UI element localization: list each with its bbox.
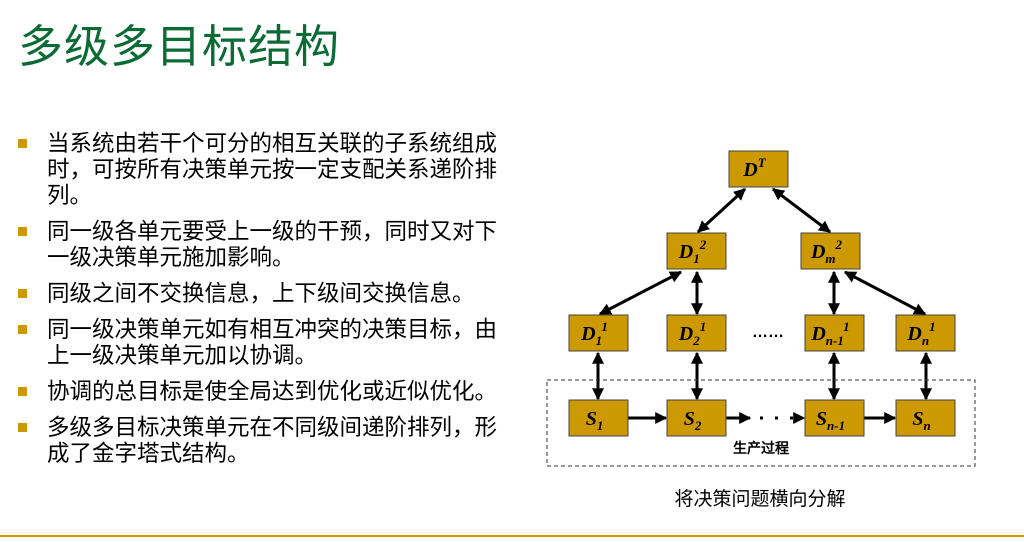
bullet-text: 同一级决策单元如有相互冲突的决策目标，由上一级决策单元加以协调。 (47, 317, 498, 368)
svg-text:S2: S2 (684, 408, 702, 433)
node-process-stage: S1 (568, 399, 629, 437)
bullet-text: 协调的总目标是使全局达到优化或近似优化。 (47, 379, 498, 404)
bullet-item: 同一级决策单元如有相互冲突的决策目标，由上一级决策单元加以协调。 (18, 317, 498, 369)
svg-text:D21: D21 (678, 319, 706, 348)
bullet-text: 多级多目标决策单元在不同级间递阶排列，形成了金字塔式结构。 (47, 415, 498, 466)
node-level1-decision: Dn1 (895, 314, 956, 352)
bullet-square-icon (18, 227, 27, 236)
bullet-item: 协调的总目标是使全局达到优化或近似优化。 (18, 379, 498, 405)
slide-title: 多级多目标结构 (18, 21, 341, 72)
bullet-square-icon (18, 325, 27, 334)
ellipsis: …… (752, 324, 784, 341)
bullet-text: 同级之间不交换信息，上下级间交换信息。 (47, 281, 475, 306)
bidirectional-arrow (696, 187, 747, 234)
node-level1-decision: D21 (666, 314, 727, 352)
bullet-list: 当系统由若干个可分的相互关联的子系统组成时，可按所有决策单元按一定支配关系递阶排… (18, 131, 498, 477)
node-process-stage: Sn-1 (804, 399, 865, 437)
svg-text:Sn: Sn (912, 408, 930, 433)
production-process-label: 生产过程 (733, 440, 789, 456)
bidirectional-arrow (598, 270, 683, 316)
svg-text:Dn-11: Dn-11 (810, 319, 849, 348)
bullet-item: 同一级各单元要受上一级的干预，同时又对下一级决策单元施加影响。 (18, 219, 498, 271)
bullet-square-icon (18, 387, 27, 396)
node-level1-decision: Dn-11 (804, 314, 865, 352)
node-level2-decision: D12 (666, 232, 727, 270)
svg-text:Dm2: Dm2 (810, 237, 843, 266)
node-top-decision: DT (728, 150, 789, 188)
bullet-item: 当系统由若干个可分的相互关联的子系统组成时，可按所有决策单元按一定支配关系递阶排… (18, 131, 498, 209)
bullet-square-icon (18, 139, 27, 148)
diagram-caption: 将决策问题横向分解 (674, 489, 846, 510)
svg-text:D12: D12 (678, 237, 707, 266)
production-process-boundary (546, 379, 976, 467)
bullet-square-icon (18, 423, 27, 432)
node-level2-decision: Dm2 (800, 232, 861, 270)
bullet-text: 同一级各单元要受上一级的干预，同时又对下一级决策单元施加影响。 (47, 219, 498, 270)
svg-text:S1: S1 (586, 408, 604, 433)
svg-text:DT: DT (742, 155, 766, 181)
svg-text:D11: D11 (580, 319, 608, 348)
bidirectional-arrow (772, 187, 831, 234)
bullet-square-icon (18, 289, 27, 298)
footer-divider (0, 535, 1024, 537)
node-process-stage: Sn (895, 399, 956, 437)
svg-text:Sn-1: Sn-1 (816, 408, 845, 433)
node-level1-decision: D11 (568, 314, 629, 352)
node-process-stage: S2 (666, 399, 727, 437)
bidirectional-arrow (843, 270, 927, 316)
svg-text:Dn1: Dn1 (906, 319, 935, 348)
bullet-item: 同级之间不交换信息，上下级间交换信息。 (18, 281, 498, 307)
bullet-item: 多级多目标决策单元在不同级间递阶排列，形成了金字塔式结构。 (18, 415, 498, 467)
bullet-text: 当系统由若干个可分的相互关联的子系统组成时，可按所有决策单元按一定支配关系递阶排… (47, 131, 498, 208)
